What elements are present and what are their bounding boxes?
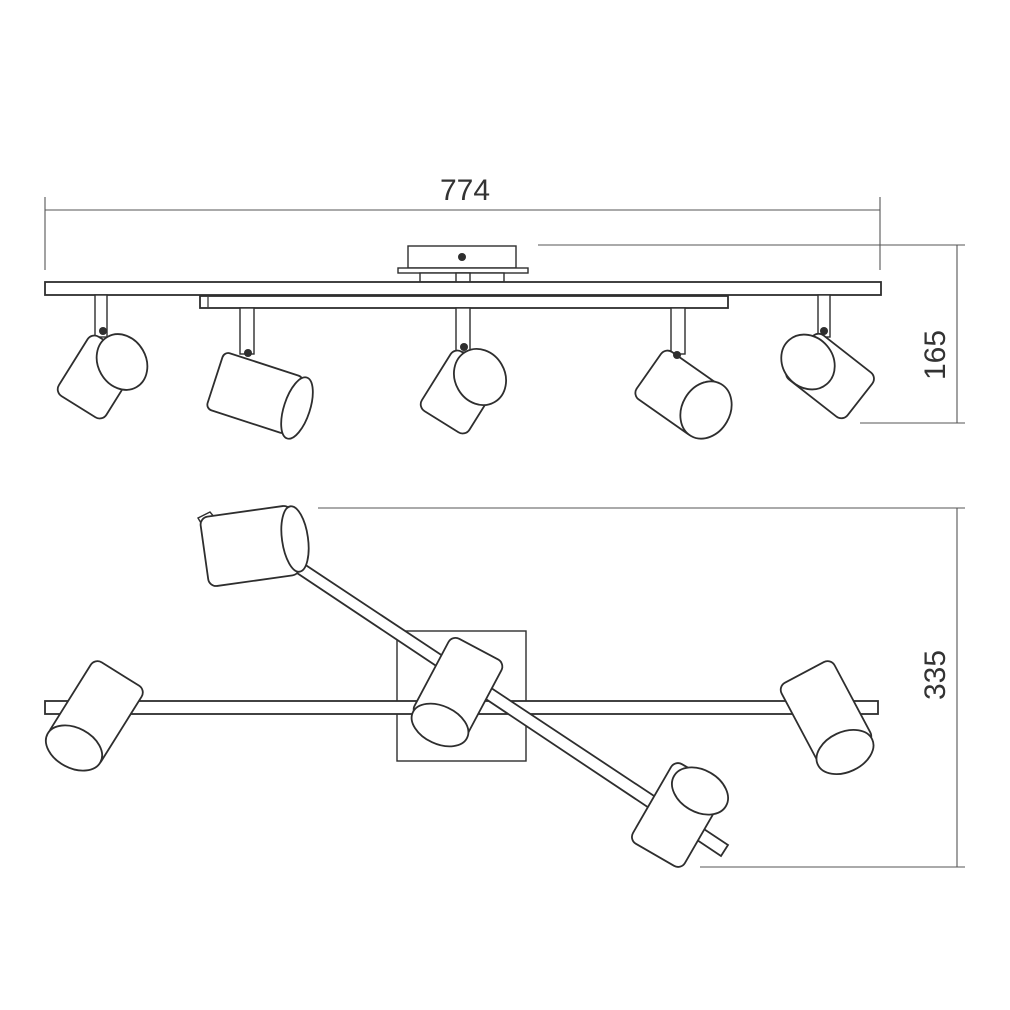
width-dimension-label: 774 bbox=[440, 174, 490, 207]
ceiling-canopy bbox=[397, 245, 529, 296]
main-bar bbox=[44, 281, 882, 296]
height-dimension: 165 bbox=[538, 244, 965, 424]
width-dimension: 774 bbox=[44, 174, 881, 270]
front-spotlight-5 bbox=[780, 294, 875, 420]
height-dimension-label: 165 bbox=[919, 330, 952, 380]
depth-dimension: 335 bbox=[318, 507, 965, 868]
front-spotlight-2 bbox=[206, 307, 314, 440]
depth-dimension-label: 335 bbox=[919, 650, 952, 700]
front-spotlight-3 bbox=[419, 307, 507, 435]
top-view: 335 bbox=[44, 505, 965, 868]
top-spotlight-3 bbox=[410, 636, 504, 748]
secondary-bar bbox=[199, 295, 729, 309]
canopy-screw bbox=[458, 253, 466, 261]
top-spotlight-1 bbox=[197, 505, 310, 587]
top-spotlight-4 bbox=[779, 660, 875, 776]
front-view: 774 165 bbox=[44, 174, 965, 440]
top-spotlight-2 bbox=[44, 660, 144, 772]
front-spotlight-1 bbox=[56, 294, 149, 420]
front-spotlight-4 bbox=[634, 307, 733, 440]
top-spotlight-5 bbox=[631, 762, 729, 868]
